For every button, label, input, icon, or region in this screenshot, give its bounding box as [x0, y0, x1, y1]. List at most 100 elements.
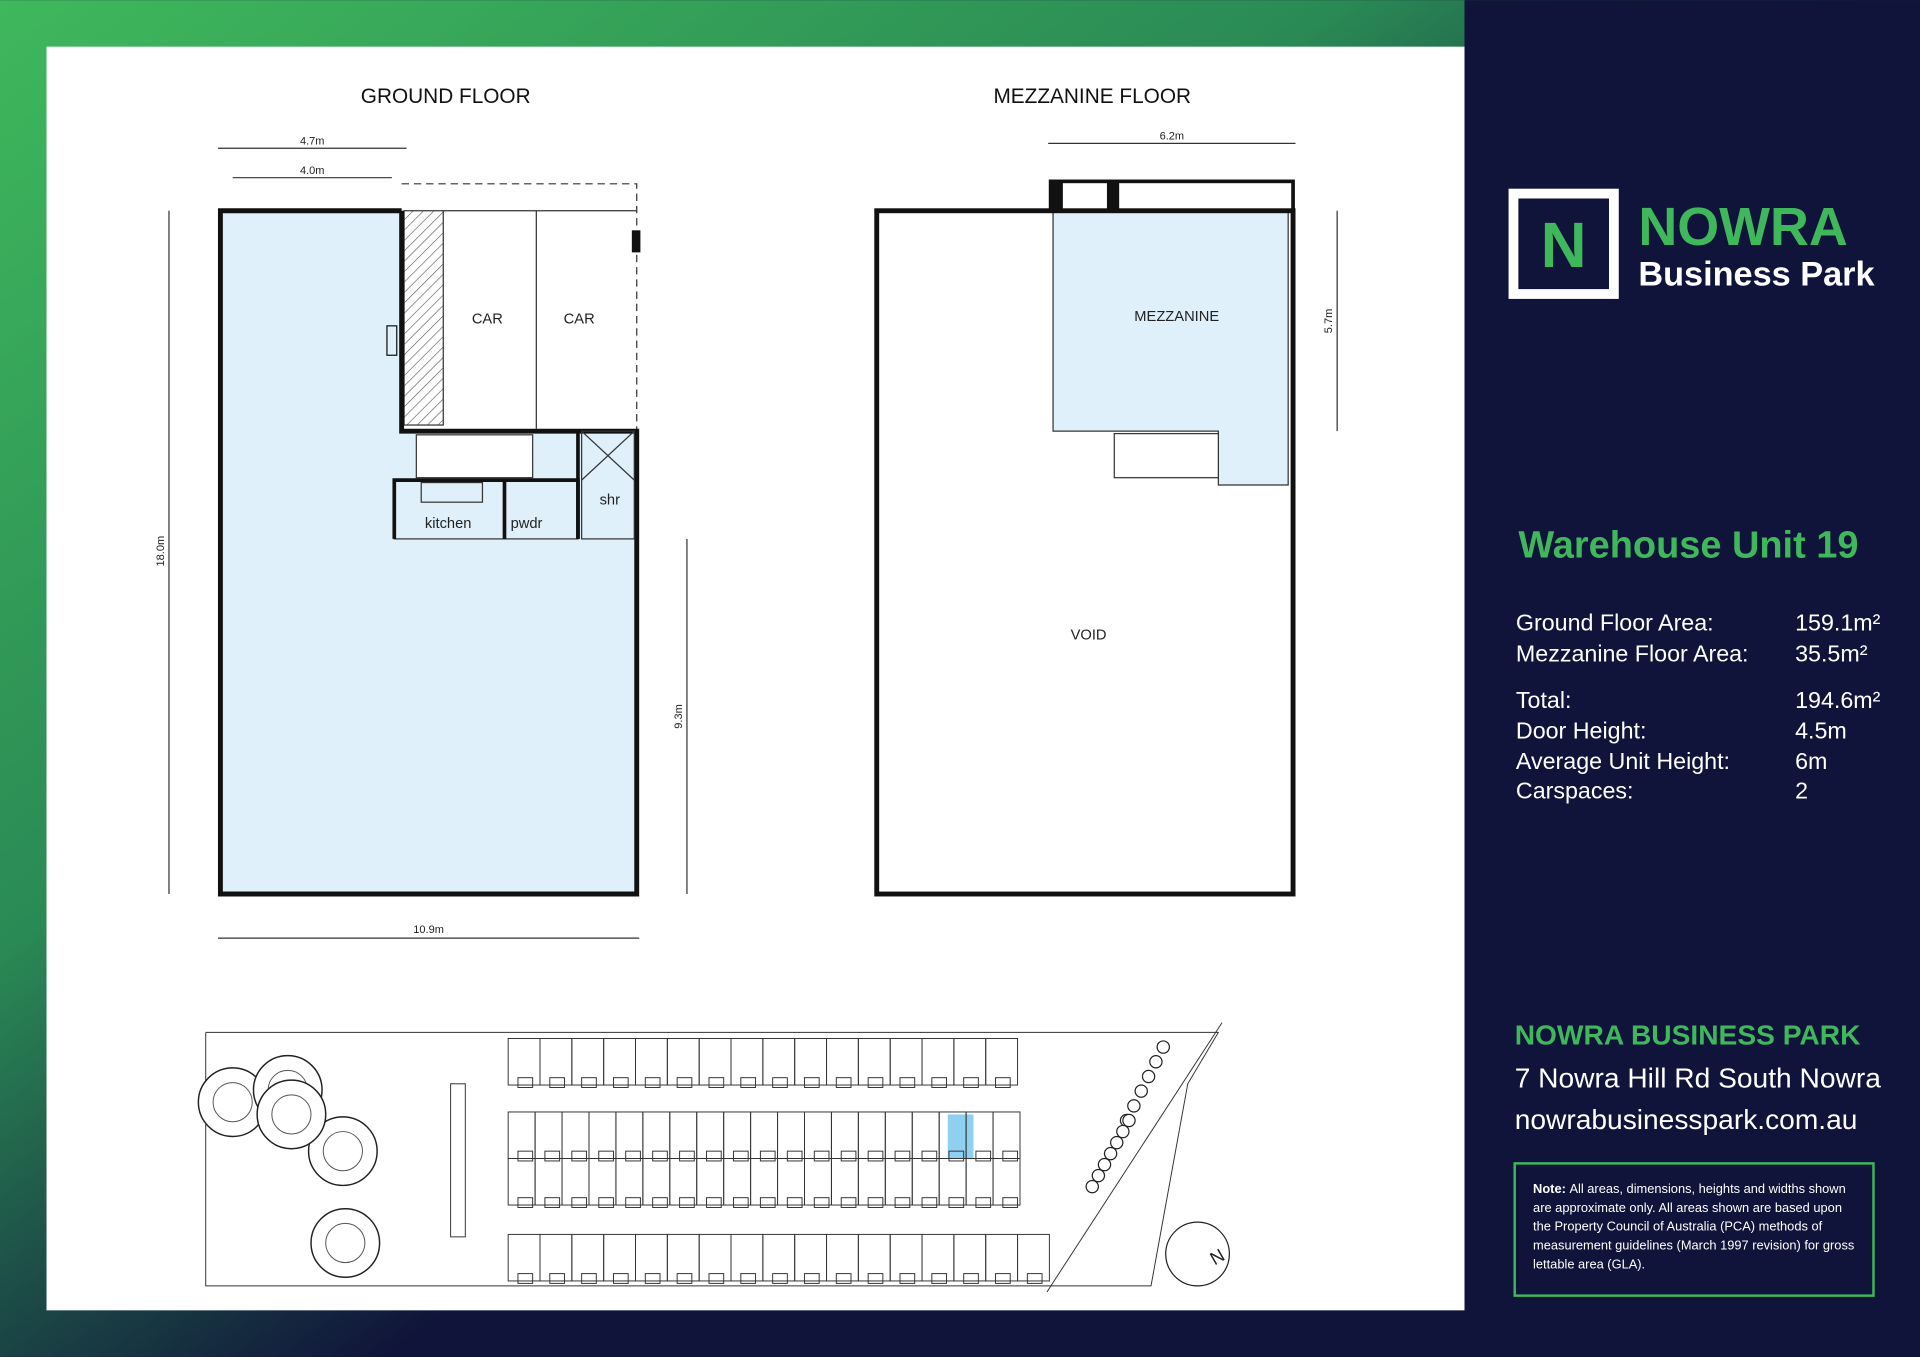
spec-label: Mezzanine Floor Area:: [1516, 640, 1749, 666]
parking-bay: [804, 1273, 820, 1284]
spec-value: 35.5m²: [1795, 640, 1868, 666]
parking-bay: [948, 1150, 965, 1162]
parking-bay: [517, 1150, 534, 1162]
shrub-icon: [1103, 1146, 1118, 1161]
parking-bay: [732, 1150, 749, 1162]
parking-bay: [740, 1273, 756, 1284]
parking-bay: [598, 1197, 614, 1208]
shrub-icon: [1091, 1168, 1106, 1183]
parking-bay: [1002, 1197, 1019, 1208]
parking-bay: [867, 1197, 884, 1208]
parking-bay: [931, 1273, 948, 1284]
parking-bay: [571, 1150, 588, 1162]
parking-bay: [625, 1197, 641, 1208]
dim-top-inner: 4.0m: [300, 165, 325, 177]
car-space-1-label: CAR: [472, 311, 503, 327]
parking-bay: [517, 1197, 534, 1208]
dim-left: 18.0m: [155, 536, 167, 567]
parking-bay: [840, 1197, 857, 1208]
parking-bay: [995, 1273, 1011, 1284]
contact-name: NOWRA BUSINESS PARK: [1515, 1020, 1861, 1051]
note-line: Note: All areas, dimensions, heights and…: [1533, 1181, 1846, 1196]
parking-bay: [644, 1077, 661, 1088]
parking-bay: [867, 1077, 884, 1088]
parking-bay: [706, 1150, 722, 1162]
parking-bay: [894, 1197, 911, 1208]
parking-bay: [571, 1197, 588, 1208]
logo-name: NOWRA: [1638, 197, 1847, 257]
spec-value: 194.6m²: [1795, 687, 1881, 713]
note-box: [1513, 1162, 1875, 1297]
parking-bay: [867, 1273, 884, 1284]
parking-bay: [759, 1197, 776, 1208]
logo-mark: N: [1541, 210, 1587, 281]
spec-value: 2: [1795, 778, 1808, 804]
parking-bay: [759, 1150, 776, 1162]
shower-label: shr: [600, 493, 621, 509]
parking-bay: [549, 1077, 565, 1088]
mezzanine-floor-title: MEZZANINE FLOOR: [993, 85, 1191, 108]
dim-bottom: 10.9m: [413, 924, 444, 936]
parking-bay: [732, 1197, 749, 1208]
parking-bay: [835, 1077, 852, 1088]
parking-bay: [708, 1273, 725, 1284]
north-arrow-icon: [1165, 1221, 1230, 1287]
parking-bay: [517, 1273, 534, 1284]
parking-bay: [549, 1273, 565, 1284]
contact-address: 7 Nowra Hill Rd South Nowra: [1515, 1062, 1882, 1093]
contact-website[interactable]: nowrabusinesspark.com.au: [1515, 1104, 1858, 1135]
spec-value: 6m: [1795, 748, 1827, 774]
parking-bay: [786, 1197, 803, 1208]
parking-bay: [813, 1197, 830, 1208]
shrub-icon: [1085, 1179, 1099, 1194]
parking-bay: [931, 1077, 948, 1088]
parking-bay: [813, 1150, 830, 1162]
ground-floor-plan: GROUND FLOOR CAR CAR kitchen pwdr shr: [155, 85, 688, 939]
dim-mezz-top: 6.2m: [1160, 131, 1185, 143]
car-space-2-label: CAR: [564, 311, 595, 327]
parking-bay: [644, 1273, 661, 1284]
tree-icon: [310, 1207, 381, 1279]
shrub-icon: [1122, 1113, 1136, 1128]
parking-bay: [598, 1150, 614, 1162]
shrub-icon: [1110, 1135, 1124, 1150]
tree-icon: [256, 1079, 327, 1150]
dim-right: 9.3m: [673, 704, 685, 728]
parking-bay: [772, 1077, 788, 1088]
parking-bay: [1002, 1150, 1019, 1162]
parking-bay: [625, 1150, 641, 1162]
powder-room-label: pwdr: [511, 516, 543, 532]
site-unit: [992, 1158, 1021, 1206]
shrub-icon: [1134, 1084, 1148, 1098]
note-line: are approximate only. All areas shown ar…: [1533, 1200, 1842, 1215]
parking-bay: [679, 1197, 695, 1208]
parking-bay: [948, 1197, 965, 1208]
shrub-icon: [1127, 1099, 1141, 1113]
spec-label: Door Height:: [1516, 718, 1647, 744]
parking-bay: [740, 1077, 756, 1088]
logo: N NOWRA Business Park: [1508, 188, 1875, 299]
parking-bay: [921, 1197, 938, 1208]
parking-bay: [652, 1150, 668, 1162]
parking-bay: [840, 1150, 857, 1162]
shrub-icon: [1097, 1157, 1112, 1172]
dim-mezz-right: 5.7m: [1323, 309, 1335, 334]
shrub-icon: [1156, 1040, 1170, 1054]
parking-bay: [652, 1197, 668, 1208]
parking-bay: [963, 1077, 979, 1088]
spec-label: Average Unit Height:: [1516, 748, 1730, 774]
spec-label: Total:: [1516, 687, 1572, 713]
parking-bay: [679, 1150, 695, 1162]
void-label: VOID: [1071, 627, 1107, 643]
shrub-icon: [1149, 1055, 1163, 1069]
tree-icon: [307, 1116, 378, 1187]
shrub-icon: [1141, 1069, 1156, 1084]
parking-bay: [581, 1077, 597, 1088]
mezzanine-floor-plan: MEZZANINE FLOOR MEZZANINE VOID 6.2m 5.7m: [874, 85, 1338, 897]
parking-bay: [1026, 1273, 1043, 1284]
parking-bay: [676, 1077, 693, 1088]
shrub-icon: [1116, 1124, 1130, 1139]
mezzanine-label: MEZZANINE: [1134, 309, 1219, 325]
